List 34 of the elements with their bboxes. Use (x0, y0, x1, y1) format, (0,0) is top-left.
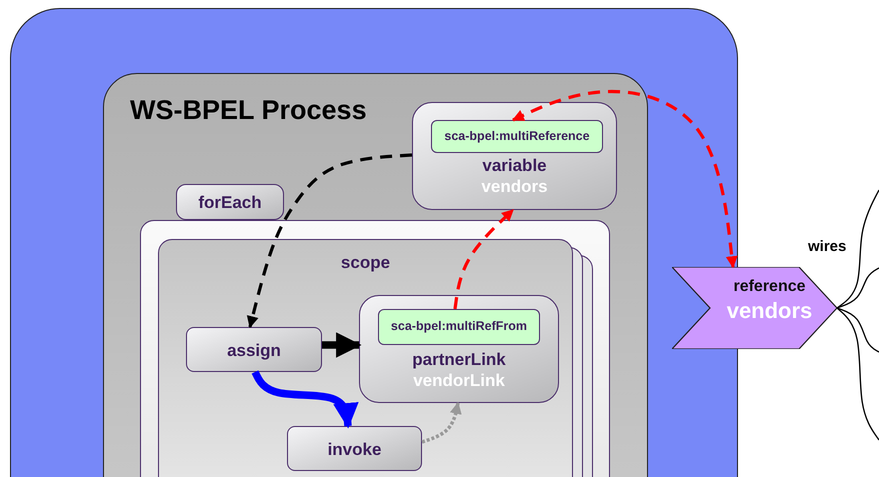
element-type-label: partnerLink (412, 349, 506, 370)
node-label: WS-BPEL Process (130, 96, 367, 126)
annotation-box (431, 120, 603, 153)
node-label: assign (227, 340, 281, 362)
wire-line (836, 308, 879, 440)
node-label: invoke (328, 439, 382, 460)
process-box (103, 73, 648, 477)
element-type-label: variable (482, 155, 547, 176)
activity-box (287, 426, 422, 471)
wire-line (836, 267, 879, 309)
element-name-label: vendorLink (413, 370, 505, 392)
wire-line (836, 307, 879, 353)
scope-box (158, 239, 573, 477)
node-label: sca-bpel:multiRefFrom (390, 319, 528, 335)
element-name-label: vendors (481, 176, 548, 198)
partnerlink-box (359, 295, 559, 403)
arrow (246, 153, 412, 328)
annotation-box (378, 309, 540, 345)
variable-box (412, 102, 617, 210)
node-label: forEach (198, 192, 262, 214)
node-label: scope (340, 252, 390, 274)
reference-chevron (672, 267, 837, 349)
element-type-label: reference (733, 277, 806, 297)
element-name-label: vendors (726, 297, 812, 324)
activity-box (186, 327, 322, 372)
foreach-tab (176, 184, 284, 220)
arrow (421, 402, 462, 444)
node-label: sca-bpel:multiReference (444, 129, 590, 145)
foreach-container (140, 220, 610, 477)
wires-label: wires (808, 238, 846, 255)
wire-line (836, 190, 879, 309)
arrow (453, 208, 514, 310)
arrow (322, 332, 362, 358)
arrow (512, 90, 738, 268)
